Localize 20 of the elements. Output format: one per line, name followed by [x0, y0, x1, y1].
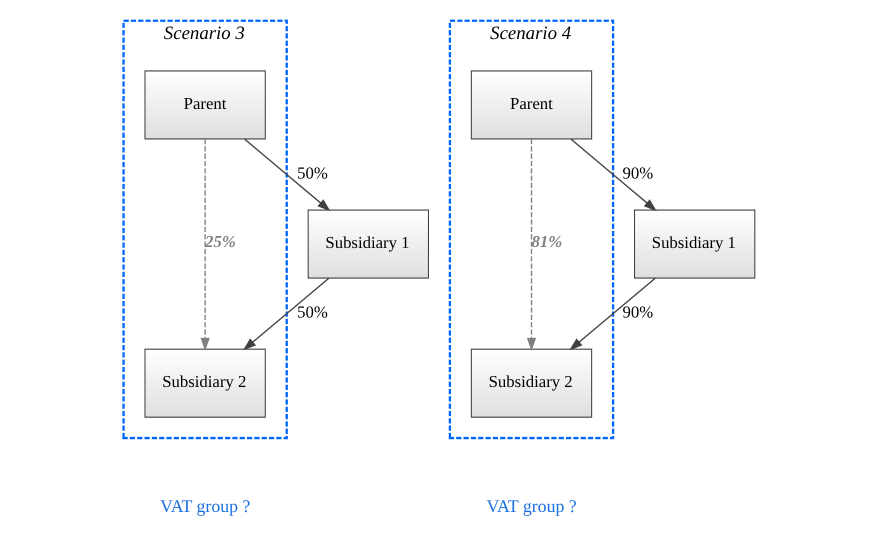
edge-label: 90%	[622, 302, 654, 322]
arrow	[244, 138, 330, 212]
arrow	[242, 278, 330, 350]
edge-label: 90%	[622, 163, 654, 182]
node-box: Subsidiary 1	[634, 210, 756, 279]
node-box: Subsidiary 1	[308, 210, 429, 279]
node-box: Parent	[470, 70, 592, 140]
node-box: Subsidiary 2	[470, 348, 592, 418]
node-box: Parent	[144, 70, 266, 140]
edge-label: 50%	[297, 302, 328, 322]
node-box: Subsidiary 2	[144, 348, 266, 418]
edge-label: 50%	[297, 163, 328, 182]
node-label: VAT group ?	[486, 496, 577, 516]
arrow	[570, 138, 657, 212]
node-label: VAT group ?	[160, 496, 250, 516]
edge-label: 25%	[205, 232, 236, 251]
arrow	[569, 278, 656, 350]
arrow	[526, 139, 536, 352]
arrow	[200, 139, 210, 352]
edge-label: 81%	[531, 232, 562, 251]
